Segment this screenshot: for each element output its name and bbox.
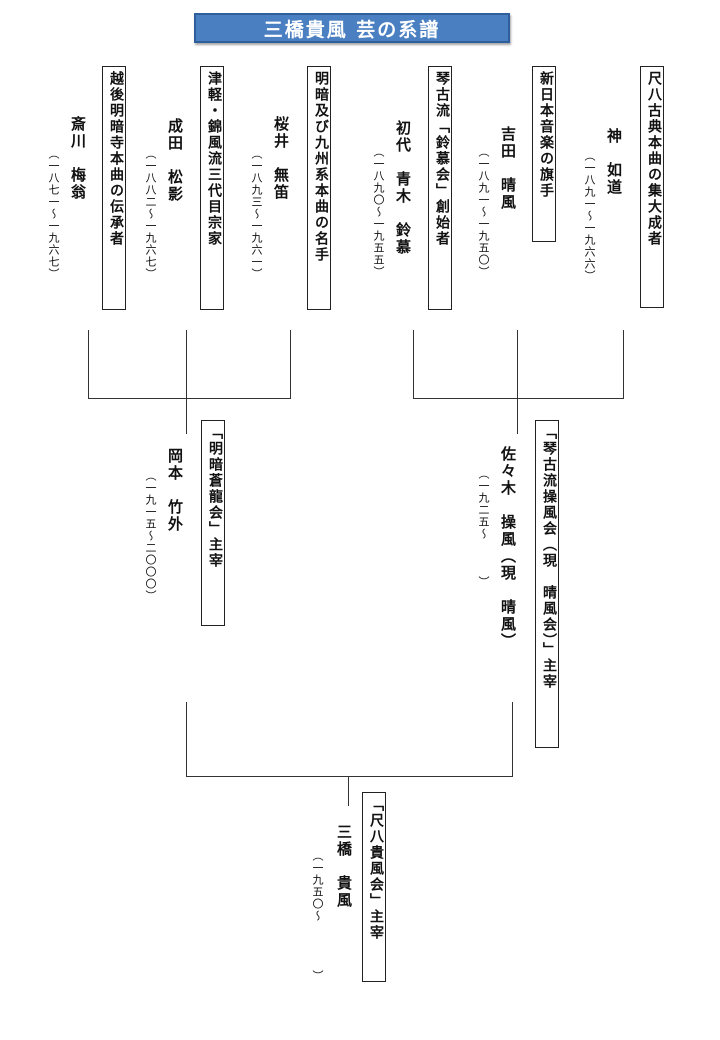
page-title: 三橋貴風 芸の系譜 (194, 13, 510, 43)
connector-line (186, 398, 187, 434)
teacher-name: 吉田 晴風 (499, 126, 517, 211)
middle-role-box: 「琴古流操風会（現 晴風会）」主宰 (535, 420, 559, 748)
teacher-role-box: 津軽・錦風流三代目宗家 (200, 66, 224, 310)
teacher-years: （一八九〇～一九五五） (372, 146, 385, 278)
connector-line (88, 330, 89, 398)
middle-name: 岡本 竹外 (166, 448, 184, 533)
teacher-name: 成田 松影 (166, 118, 184, 203)
connector-line (623, 330, 624, 398)
middle-years: （一九一五～二〇〇〇） (144, 470, 157, 602)
middle-years: （一九二五～ ） (477, 468, 490, 588)
teacher-years: （一八九一～一九五〇） (477, 146, 490, 278)
final-name: 三橋 貴風 (335, 824, 353, 909)
teacher-role-box: 尺八古典本曲の集大成者 (640, 66, 664, 308)
connector-line (290, 330, 291, 398)
teacher-years: （一八八二～一九六七） (144, 148, 157, 280)
final-years: （一九五〇～ ） (311, 850, 324, 982)
teacher-name: 神 如道 (605, 128, 623, 196)
connector-line (88, 398, 291, 399)
teacher-role-box: 越後明暗寺本曲の伝承者 (102, 66, 126, 310)
teacher-role-box: 新日本音楽の旗手 (532, 66, 556, 242)
connector-line (413, 398, 624, 399)
teacher-years: （一八九一～一九六六） (583, 150, 596, 282)
connector-line (348, 776, 349, 806)
middle-role-box: 「明暗蒼龍会」主宰 (201, 420, 225, 626)
final-role-box: 「尺八貴風会」主宰 (362, 792, 386, 982)
connector-line (186, 330, 187, 398)
teacher-name: 桜井 無笛 (272, 116, 290, 201)
connector-line (517, 330, 518, 398)
teacher-name: 斎川 梅翁 (69, 116, 87, 201)
teacher-years: （一八九三～一九六一） (250, 148, 263, 280)
teacher-years: （一八七一～一九六七） (47, 148, 60, 280)
middle-name: 佐々木 操風（現 晴風） (499, 446, 517, 650)
connector-line (517, 398, 518, 434)
teacher-role-box: 琴古流「鈴慕会」創始者 (428, 66, 452, 310)
connector-line (186, 702, 187, 776)
teacher-name: 初代 青木 鈴慕 (394, 120, 412, 256)
connector-line (186, 776, 513, 777)
teacher-role-box: 明暗及び九州系本曲の名手 (307, 66, 331, 310)
connector-line (413, 330, 414, 398)
connector-line (512, 702, 513, 776)
